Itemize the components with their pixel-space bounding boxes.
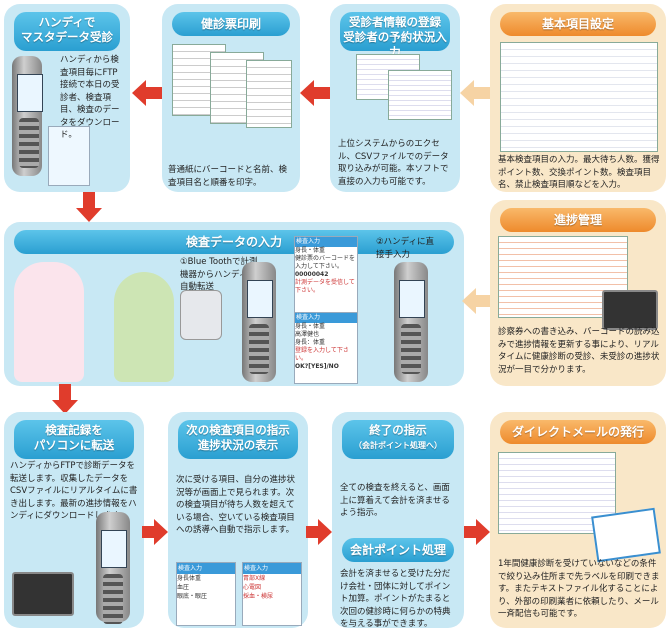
panel-handy-receive: ハンディで マスタデータ受診 ハンディから検査項目毎にFTP接続で本日の受診者、… [4,4,130,192]
panel-description: 1年間健康診断を受けていないなどの条件で絞り込み住所まで先ラベルを印刷できます。… [498,559,660,619]
arrow-down-icon [76,192,102,222]
title-line-2: マスタデータ受診 [21,30,113,44]
arrow-left-icon [462,288,492,314]
next-exam-screen-b: 検査入力 胃部X線 心電図 採血・検尿 [242,562,302,626]
handy-terminal-image [394,262,428,382]
laptop-image [602,290,658,330]
patient-illustration [114,272,174,382]
screen-item: 身長・体重 [295,247,326,254]
handy-screen-image [48,126,90,186]
panel-registration: 受診者情報の登録 受診者の予約状況入力 上位システムからのエクセル、CSVファイ… [330,4,460,192]
nurse-illustration [14,262,84,382]
title-subtitle: （会計ポイント処理へ） [354,441,442,450]
arrow-right-icon [464,519,490,545]
screen-header: 検査入力 [295,237,357,247]
exam-sheet-image [246,60,292,128]
screen-message: 健診票のバーコードを入力して下さい。 [295,255,356,270]
arrow-left-icon [300,80,330,106]
screen-line: 胃部X線 [243,575,266,582]
screen-line: 眼底・眼圧 [177,593,208,600]
panel-description: 普通紙にバーコードと名前、検査項目名と順番を印字。 [168,165,288,188]
panel-progress: 進捗管理 診察券への書き込み、バーコードの読み込みで進捗情報を更新する事により、… [490,200,666,386]
title-line-1: 検査記録を [45,423,103,437]
panel-next-exam: 次の検査項目の指示 進捗状況の表示 次に受ける項目、自分の進捗状況等が画面上で見… [168,412,308,628]
screen-line: 身長体重 [177,575,202,582]
exam-input-screen-2: 検査入力 身長・体重 高澤健也 身長：体重 登録を入力して下さい。 OK?[YE… [294,312,358,384]
envelope-image [591,507,661,563]
spreadsheet-image [388,70,452,120]
points-title: 会計ポイント処理 [342,538,454,562]
settings-screen-image [500,42,658,152]
panel-title: 次の検査項目の指示 進捗状況の表示 [178,420,298,459]
screen-line: 心電図 [243,584,262,591]
panel-print: 健診票印刷 普通紙にバーコードと名前、検査項目名と順番を印字。 [162,4,300,192]
title-line-1: 終了の指示 [369,423,427,437]
title-line-2: 進捗状況の表示 [197,438,279,452]
panel-description: 基本検査項目の入力。最大待ち人数。獲得ポイント数、交換ポイント数。検査項目名、禁… [498,155,660,190]
step-2-label: ②ハンディに直接手入力 [376,237,435,260]
screen-header: 検査入力 [295,313,357,323]
panel-direct-mail: ダイレクトメールの発行 1年間健康診断を受けていないなどの条件で絞り込み住所まで… [490,412,666,628]
screen-item: 身長・体重 [295,323,326,330]
screen-header: 検査入力 [177,563,235,574]
title-line-2: 受診者の予約状況入力 [343,30,447,59]
points-description: 会計を済ませると受けた分だけ会社・団体に対してポイント加算。ポイントがたまると次… [340,569,451,629]
screen-line: 採血・検尿 [243,593,274,600]
panel-description: 次に受ける項目、自分の進捗状況等が画面上で見られます。次の検査項目が待ち人数を超… [176,475,296,535]
handy-terminal-image [242,262,276,382]
scale-device-image [180,290,222,340]
panel-basic-settings: 基本項目設定 基本検査項目の入力。最大待ち人数。獲得ポイント数、交換ポイント数。… [490,4,666,192]
panel-description: ハンディから検査項目毎にFTP接続で本日の受診者、検査項目、検査のデータをダウン… [60,55,120,140]
panel-description: 上位システムからのエクセル、CSVファイルでのデータ取り込みが可能。本ソフトで直… [338,139,449,187]
screen-name: 高澤健也 [295,331,320,338]
arrow-right-icon [306,519,332,545]
title-line-1: ハンディで [38,15,96,29]
panel-title: 健診票印刷 [172,12,290,36]
screen-header: 検査入力 [243,563,301,574]
title-line-1: 受診者情報の登録 [349,15,441,29]
panel-finish: 終了の指示 （会計ポイント処理へ） 全ての検査を終えると、画面上に算着えて会計を… [332,412,464,629]
title-line-2: パソコンに転送 [33,438,115,452]
screen-line: 血圧 [177,584,190,591]
panel-title: 基本項目設定 [500,12,656,36]
panel-title: 進捗管理 [500,208,656,232]
screen-code: 00000042 [295,271,329,278]
panel-description: ハンディからFTPで診断データを転送します。収集したデータをCSVファイルにリア… [10,461,138,521]
panel-transfer: 検査記録を パソコンに転送 ハンディからFTPで診断データを転送します。収集した… [4,412,144,628]
panel-title: 受診者情報の登録 受診者の予約状況入力 [340,12,450,59]
arrow-left-icon [460,80,490,106]
panel-title: ハンディで マスタデータ受診 [14,12,120,51]
exam-input-screen-1: 検査入力 身長・体重 健診票のバーコードを入力して下さい。 00000042 計… [294,236,358,318]
panel-description: 全ての検査を終えると、画面上に算着えて会計を済ませるよう指示。 [340,483,450,518]
panel-title: 終了の指示 （会計ポイント処理へ） [342,420,454,459]
screen-confirm: 登録を入力して下さい。 [295,347,349,362]
next-exam-screen-a: 検査入力 身長体重 血圧 眼底・眼圧 [176,562,236,626]
handy-terminal-image [96,512,130,624]
arrow-left-icon [132,80,162,106]
panel-title: 検査記録を パソコンに転送 [14,420,134,459]
panel-title: 検査データの入力 [14,230,454,254]
arrow-right-icon [142,519,168,545]
panel-title: ダイレクトメールの発行 [500,420,656,444]
handy-terminal-image [12,56,43,176]
arrow-down-icon [52,384,78,414]
title-line-1: 次の検査項目の指示 [186,423,290,437]
panel-exam-input: 検査データの入力 ①Blue Toothで計測機器からハンディに自動転送 検査入… [4,222,464,386]
step-1-label: ①Blue Toothで計測機器からハンディに自動転送 [180,257,258,292]
screen-values: 身長：体重 [295,339,326,346]
screen-prompt: 計測データを受信して下さい。 [295,279,355,294]
progress-screen-image [498,236,628,318]
laptop-image [12,572,74,616]
screen-keys: OK?[YES]/NO [295,363,339,370]
panel-description: 診察券への書き込み、バーコードの読み込みで進捗情報を更新する事により、リアルタイ… [498,327,660,375]
